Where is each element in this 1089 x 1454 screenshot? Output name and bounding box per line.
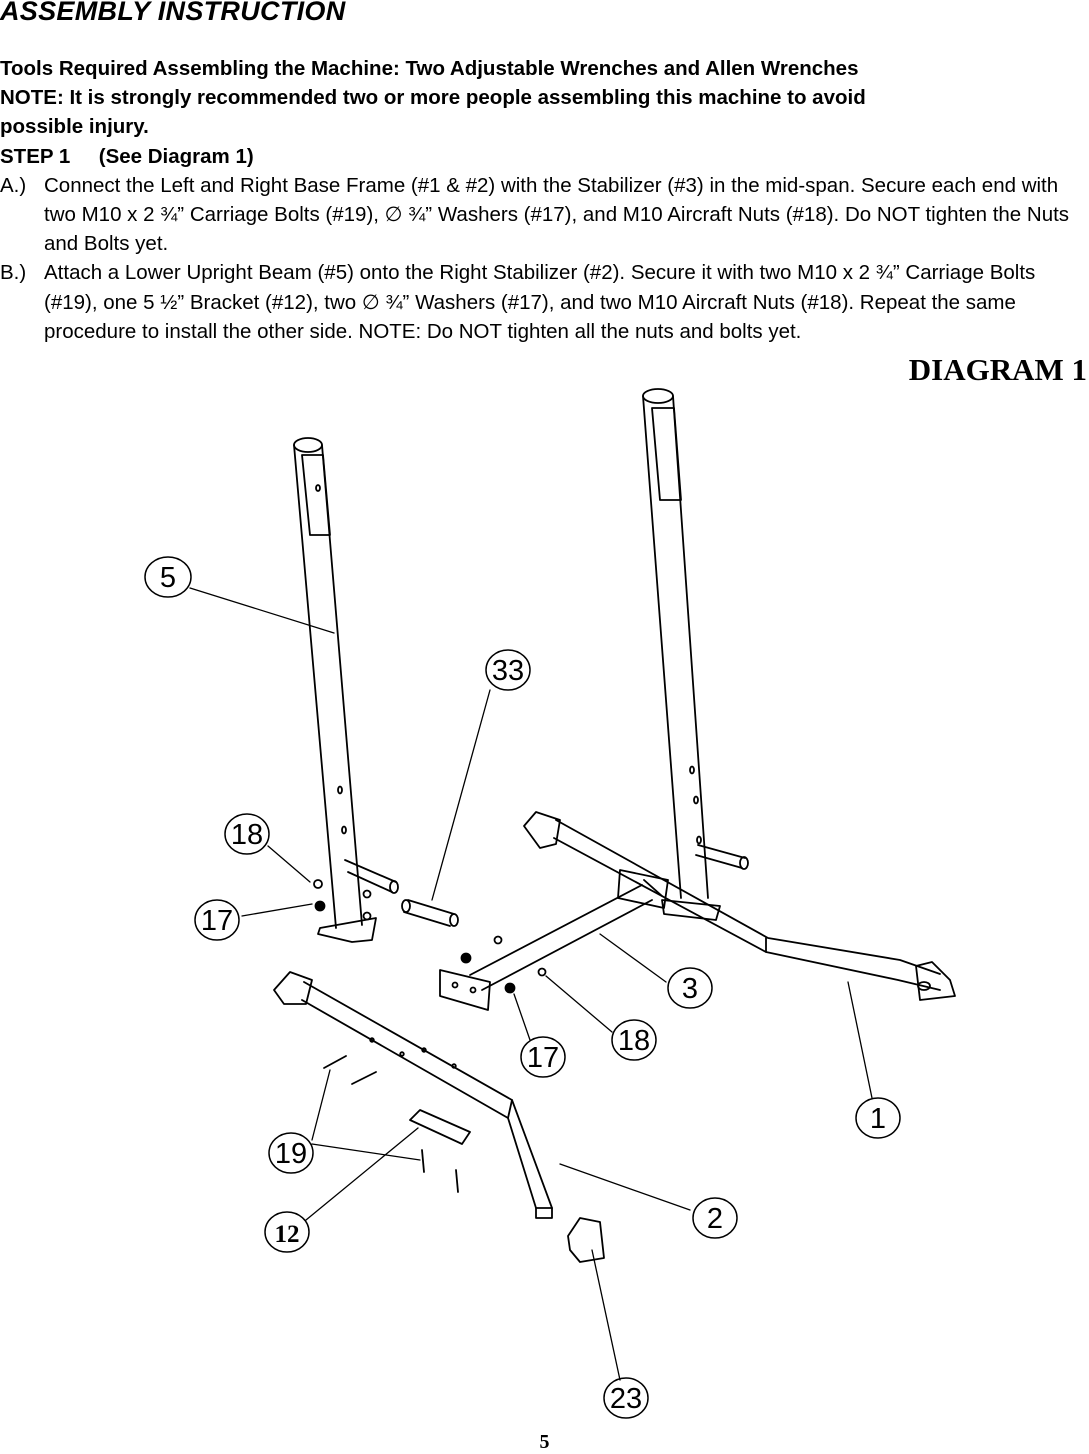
washer-17-b <box>504 982 516 994</box>
callout-23: 23 <box>610 1383 642 1415</box>
instruction-item-b: B.) Attach a Lower Upright Beam (#5) ont… <box>0 258 1080 346</box>
end-cap-23 <box>567 1217 605 1263</box>
bracket-12 <box>409 1109 471 1145</box>
carriage-bolts <box>323 1055 459 1193</box>
safety-note-line-2: possible injury. <box>0 115 149 139</box>
instruction-text-a: Connect the Left and Right Base Frame (#… <box>44 173 1070 256</box>
step-title: STEP 1 (See Diagram 1) <box>0 144 254 168</box>
right-upright-beam <box>642 388 749 921</box>
assembly-diagram: 5 33 18 17 3 18 17 1 19 12 2 23 <box>144 388 956 1419</box>
page-heading: ASSEMBLY INSTRUCTION <box>0 0 346 26</box>
callout-19: 19 <box>275 1138 307 1170</box>
stabilizer <box>439 869 669 1011</box>
instruction-label-a: A.) <box>0 173 27 197</box>
callout-17-upper: 17 <box>201 905 233 937</box>
callout-17-lower: 17 <box>527 1042 559 1074</box>
right-base-frame <box>523 811 956 1001</box>
sleeve-33 <box>401 899 459 927</box>
page-number: 5 <box>539 1431 550 1453</box>
callout-1: 1 <box>870 1103 886 1135</box>
callout-18-upper: 18 <box>231 819 263 851</box>
callout-33: 33 <box>492 655 524 687</box>
callout-3: 3 <box>682 973 698 1005</box>
nut-18-b <box>537 967 547 977</box>
left-upright-beam <box>293 437 399 943</box>
callout-12: 12 <box>275 1221 300 1248</box>
tools-required-line: Tools Required Assembling the Machine: T… <box>0 57 859 80</box>
nut-18-a <box>493 935 503 945</box>
leader-lines <box>189 587 873 1381</box>
callout-5: 5 <box>160 562 176 594</box>
safety-note-line-1: NOTE: It is strongly recommended two or … <box>0 86 866 110</box>
instruction-label-b: B.) <box>0 261 27 285</box>
instruction-text-b: Attach a Lower Upright Beam (#5) onto th… <box>44 261 1036 343</box>
callout-18-lower: 18 <box>618 1025 650 1057</box>
diagram-title: DIAGRAM 1 <box>908 352 1087 387</box>
callout-circles <box>144 556 901 1419</box>
instruction-item-a: A.) Connect the Left and Right Base Fram… <box>0 171 1080 259</box>
left-base-frame <box>273 971 553 1219</box>
instruction-text: Tools Required Assembling the Machine: T… <box>0 54 1080 346</box>
callout-2: 2 <box>707 1203 723 1235</box>
washer-17-a <box>460 952 472 964</box>
